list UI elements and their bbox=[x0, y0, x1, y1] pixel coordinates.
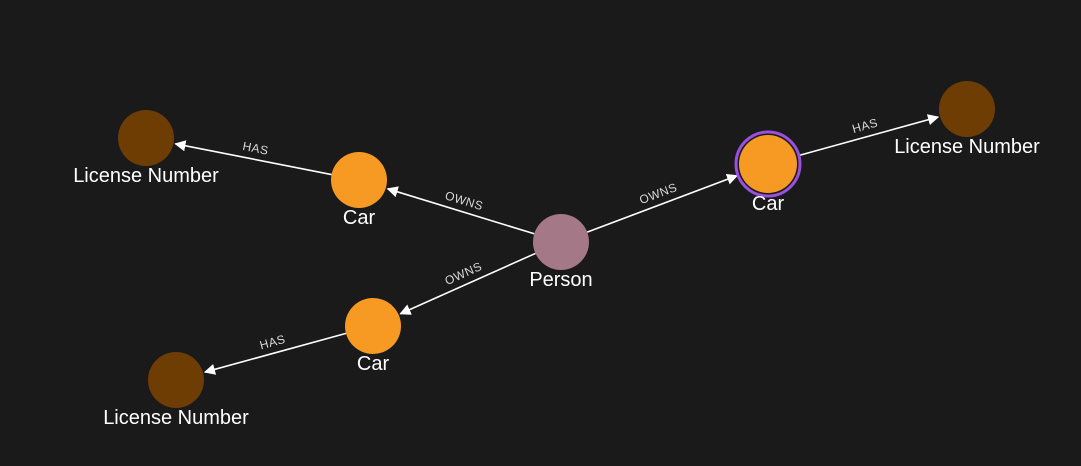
node-label: Person bbox=[529, 269, 592, 291]
edge-owns-car_right[interactable]: OWNS bbox=[586, 173, 739, 233]
edge-label: OWNS bbox=[443, 259, 485, 288]
license-node-circle[interactable] bbox=[118, 110, 174, 166]
car-node-circle[interactable] bbox=[331, 152, 387, 208]
license-node-circle[interactable] bbox=[148, 352, 204, 408]
node-label: Car bbox=[357, 353, 390, 375]
node-label: Car bbox=[752, 193, 785, 215]
edge-label: HAS bbox=[241, 139, 269, 158]
car-node-circle[interactable] bbox=[345, 298, 401, 354]
car-node-circle[interactable] bbox=[739, 135, 797, 193]
edge-line[interactable] bbox=[797, 114, 940, 157]
person-node-circle[interactable] bbox=[533, 214, 589, 270]
node-lic-bottom[interactable]: License Number bbox=[103, 352, 249, 429]
edge-label: HAS bbox=[851, 116, 880, 136]
edge-has-lic_top_left[interactable]: HAS bbox=[174, 139, 332, 176]
edge-owns-car_bottom[interactable]: OWNS bbox=[399, 252, 536, 315]
edge-owns-car_top_left[interactable]: OWNS bbox=[386, 186, 535, 235]
selection-ring bbox=[734, 130, 802, 198]
node-label: License Number bbox=[103, 407, 249, 429]
edge-has-lic_bottom[interactable]: HAS bbox=[203, 332, 347, 375]
node-label: Car bbox=[343, 207, 376, 229]
node-label: License Number bbox=[73, 165, 219, 187]
edge-label: HAS bbox=[258, 332, 287, 352]
edge-line[interactable] bbox=[203, 332, 347, 375]
node-lic-top-left[interactable]: License Number bbox=[73, 110, 219, 187]
node-label: License Number bbox=[894, 136, 1040, 158]
edge-label: OWNS bbox=[637, 180, 679, 207]
node-person[interactable]: Person bbox=[529, 214, 593, 291]
edge-line[interactable] bbox=[386, 186, 535, 235]
edge-label: OWNS bbox=[443, 188, 485, 213]
node-car-top-left[interactable]: Car bbox=[331, 152, 387, 229]
edge-has-lic_right[interactable]: HAS bbox=[797, 114, 940, 157]
license-node-circle[interactable] bbox=[939, 81, 995, 137]
edge-line[interactable] bbox=[399, 252, 536, 315]
node-car-bottom[interactable]: Car bbox=[345, 298, 401, 375]
edge-line[interactable] bbox=[586, 173, 739, 233]
node-lic-right[interactable]: License Number bbox=[894, 81, 1040, 158]
node-car-right[interactable]: Car bbox=[734, 130, 802, 215]
edge-line[interactable] bbox=[174, 140, 332, 176]
